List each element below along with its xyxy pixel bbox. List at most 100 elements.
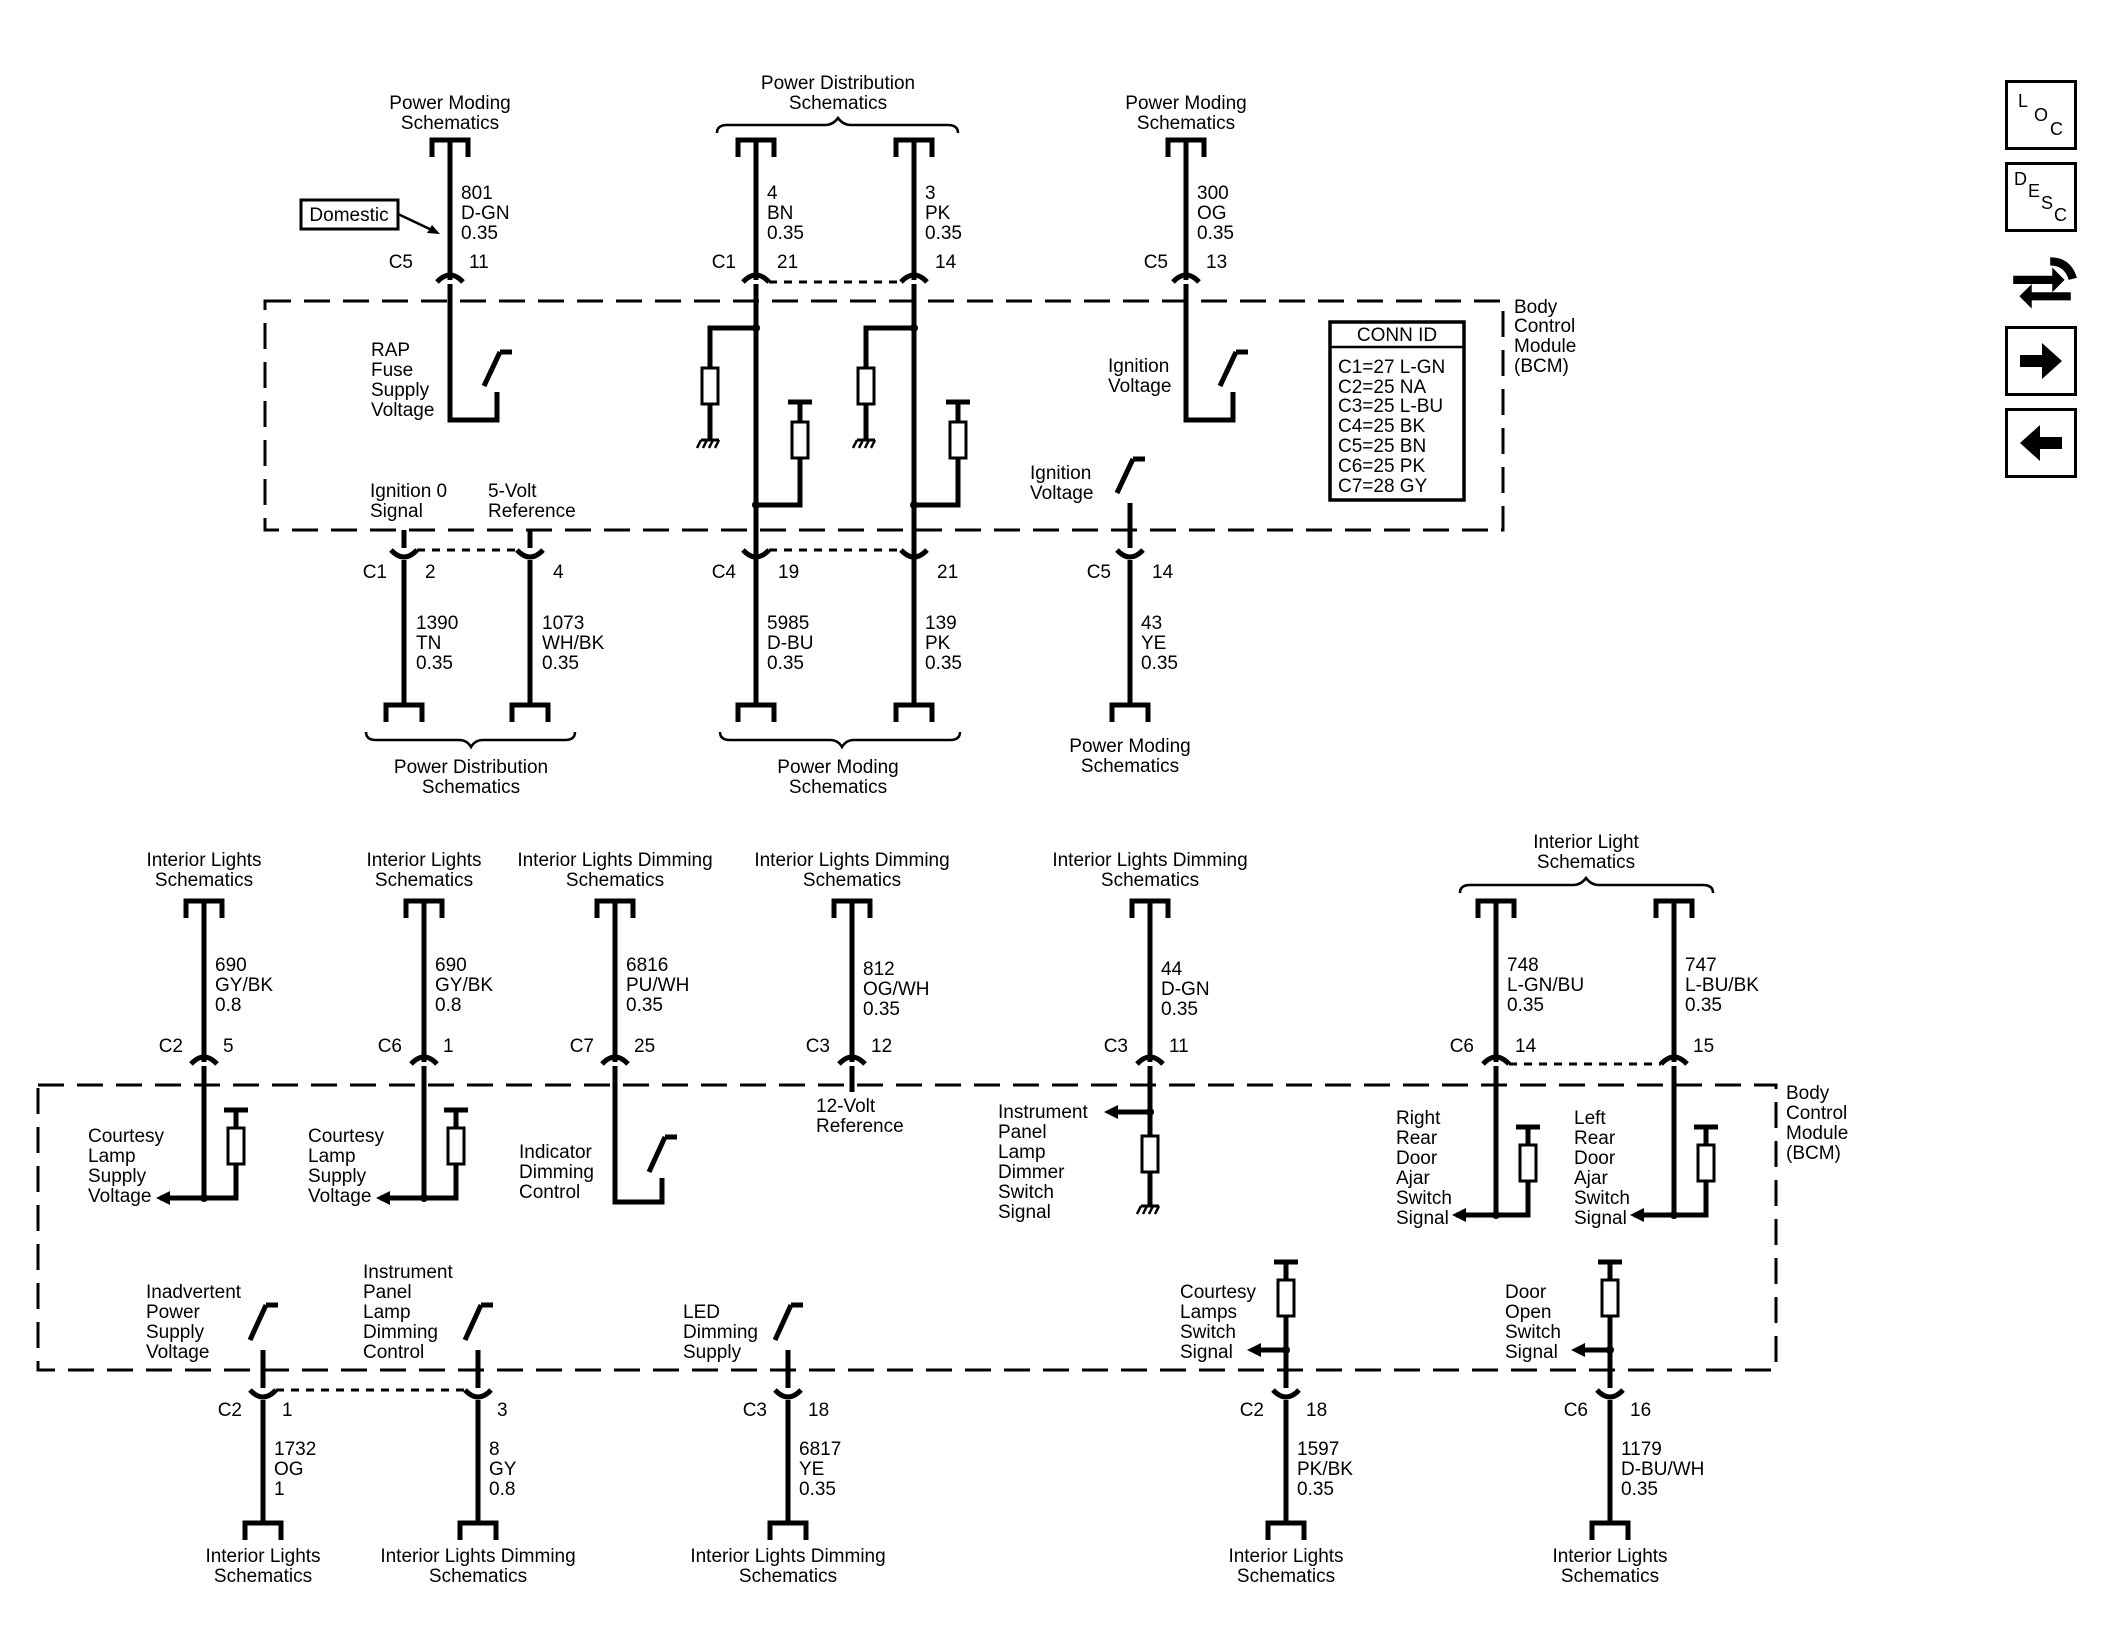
circuit-43: C5 14 43 YE 0.35 <box>1087 562 1178 674</box>
courtesy-lamp-supply-2: Courtesy Lamp Supply Voltage <box>308 1107 468 1207</box>
svg-text:Lamp: Lamp <box>308 1146 356 1167</box>
svg-text:Schematics: Schematics <box>566 870 664 891</box>
svg-text:GY: GY <box>489 1459 517 1480</box>
svg-text:14: 14 <box>935 252 957 273</box>
svg-text:Switch: Switch <box>1574 1188 1630 1209</box>
svg-text:13: 13 <box>1206 252 1227 273</box>
svg-text:Interior Lights Dimming: Interior Lights Dimming <box>690 1546 885 1567</box>
svg-text:Control: Control <box>519 1182 580 1203</box>
svg-text:Supply: Supply <box>146 1322 205 1343</box>
svg-text:3: 3 <box>925 183 936 204</box>
svg-text:D-GN: D-GN <box>1161 979 1210 1000</box>
svg-text:Switch: Switch <box>1180 1322 1236 1343</box>
svg-text:Door: Door <box>1396 1148 1438 1169</box>
svg-text:Body: Body <box>1514 297 1558 318</box>
svg-text:Interior Lights: Interior Lights <box>205 1546 320 1567</box>
svg-text:11: 11 <box>1169 1036 1189 1057</box>
svg-text:Instrument: Instrument <box>363 1262 453 1283</box>
circuit-1390: C1 2 1390 TN 0.35 <box>363 562 459 674</box>
circuit-1597: C2 18 1597 PK/BK 0.35 <box>1240 1400 1354 1500</box>
svg-text:18: 18 <box>808 1400 829 1421</box>
svg-text:C5=25 BN: C5=25 BN <box>1338 436 1426 457</box>
loc-icon[interactable]: L O C <box>2005 80 2077 150</box>
ip-lamp-dimmer-switch-signal: Instrument Panel Lamp Dimmer Switch Sign… <box>998 1102 1161 1223</box>
connector-tool-icon[interactable] <box>2005 244 2077 314</box>
bcm-label-bottom: Body Control Module (BCM) <box>1786 1083 1848 1164</box>
svg-text:Switch: Switch <box>998 1182 1054 1203</box>
svg-text:0.35: 0.35 <box>925 653 962 674</box>
svg-text:Reference: Reference <box>816 1116 904 1137</box>
circuit-748: C6 14 748 L-GN/BU 0.35 <box>1450 955 1584 1057</box>
svg-text:Power Moding: Power Moding <box>777 757 898 778</box>
svg-text:25: 25 <box>634 1036 655 1057</box>
svg-text:0.35: 0.35 <box>461 223 498 244</box>
svg-text:0.35: 0.35 <box>542 653 579 674</box>
svg-text:Interior Lights Dimming: Interior Lights Dimming <box>754 850 949 871</box>
svg-text:Schematics: Schematics <box>1237 1566 1335 1587</box>
svg-text:PK/BK: PK/BK <box>1297 1459 1353 1480</box>
svg-text:C5: C5 <box>1144 252 1168 273</box>
svg-text:Schematics: Schematics <box>214 1566 312 1587</box>
circuit-300: C5 13 300 OG 0.35 <box>1144 183 1234 273</box>
door-open-switch-signal: Door Open Switch Signal <box>1505 1259 1622 1388</box>
svg-text:D-GN: D-GN <box>461 203 510 224</box>
circuit-6817: C3 18 6817 YE 0.35 <box>743 1400 842 1500</box>
five-volt-reference-label: 5-Volt Reference <box>488 481 576 522</box>
svg-text:C7=28 GY: C7=28 GY <box>1338 476 1428 497</box>
svg-text:(BCM): (BCM) <box>1514 356 1569 377</box>
svg-text:12: 12 <box>871 1036 892 1057</box>
svg-text:Signal: Signal <box>1505 1342 1558 1363</box>
svg-text:Inadvertent: Inadvertent <box>146 1282 242 1303</box>
svg-text:0.35: 0.35 <box>1685 995 1722 1016</box>
circuit-1732: C2 1 1732 OG 1 <box>218 1400 317 1500</box>
svg-text:C5: C5 <box>1087 562 1111 583</box>
circuit-5985: C4 19 5985 D-BU 0.35 <box>712 562 814 674</box>
svg-text:Power: Power <box>146 1302 201 1323</box>
group-interior-light-1: Interior Light Schematics <box>1458 832 1715 918</box>
svg-text:RAP: RAP <box>371 340 410 361</box>
svg-text:19: 19 <box>778 562 799 583</box>
svg-text:Panel: Panel <box>998 1122 1047 1143</box>
svg-text:Schematics: Schematics <box>1561 1566 1659 1587</box>
back-arrow-icon[interactable] <box>2005 408 2077 478</box>
svg-text:0.35: 0.35 <box>799 1479 836 1500</box>
svg-text:5985: 5985 <box>767 613 809 634</box>
desc-icon[interactable]: D E S C <box>2005 162 2077 232</box>
ignition-voltage-switch-1: Ignition Voltage <box>1108 316 1248 423</box>
circuit-1179: C6 16 1179 D-BU/WH 0.35 <box>1564 1400 1705 1500</box>
svg-text:6817: 6817 <box>799 1439 841 1460</box>
svg-text:BN: BN <box>767 203 793 224</box>
svg-text:C4: C4 <box>712 562 737 583</box>
svg-text:Interior Lights: Interior Lights <box>1552 1546 1667 1567</box>
svg-text:1390: 1390 <box>416 613 458 634</box>
inadvertent-power-supply: Inadvertent Power Supply Voltage <box>146 1282 278 1388</box>
svg-text:3: 3 <box>497 1400 508 1421</box>
svg-text:Interior Lights Dimming: Interior Lights Dimming <box>380 1546 575 1567</box>
circuit-747: 15 747 L-BU/BK 0.35 <box>1685 955 1759 1057</box>
circuit-812: C3 12 812 OG/WH 0.35 <box>806 959 930 1057</box>
svg-text:L-GN/BU: L-GN/BU <box>1507 975 1584 996</box>
svg-text:1: 1 <box>443 1036 454 1057</box>
svg-text:Interior Lights Dimming: Interior Lights Dimming <box>1052 850 1247 871</box>
svg-text:1: 1 <box>274 1479 285 1500</box>
svg-text:Switch: Switch <box>1505 1322 1561 1343</box>
svg-text:0.35: 0.35 <box>626 995 663 1016</box>
group-interior-lights-3: Interior Lights Schematics <box>205 1546 320 1587</box>
svg-text:OG/WH: OG/WH <box>863 979 930 1000</box>
svg-text:21: 21 <box>937 562 958 583</box>
svg-text:Interior Lights Dimming: Interior Lights Dimming <box>517 850 712 871</box>
svg-text:C2: C2 <box>218 1400 242 1421</box>
svg-text:C6: C6 <box>378 1036 402 1057</box>
left-rear-door-ajar-signal: Left Rear Door Ajar Switch Signal <box>1574 1108 1718 1229</box>
svg-text:C3=25 L-BU: C3=25 L-BU <box>1338 396 1443 417</box>
resistor-network-c1-21 <box>695 324 812 509</box>
svg-text:Reference: Reference <box>488 501 576 522</box>
forward-arrow-icon[interactable] <box>2005 326 2077 396</box>
svg-text:Fuse: Fuse <box>371 360 413 381</box>
svg-text:1073: 1073 <box>542 613 584 634</box>
svg-text:1732: 1732 <box>274 1439 316 1460</box>
svg-text:Dimmer: Dimmer <box>998 1162 1065 1183</box>
circuit-3: 14 3 PK 0.35 <box>925 183 962 273</box>
svg-text:Module: Module <box>1514 336 1576 357</box>
svg-text:Ajar: Ajar <box>1574 1168 1608 1189</box>
